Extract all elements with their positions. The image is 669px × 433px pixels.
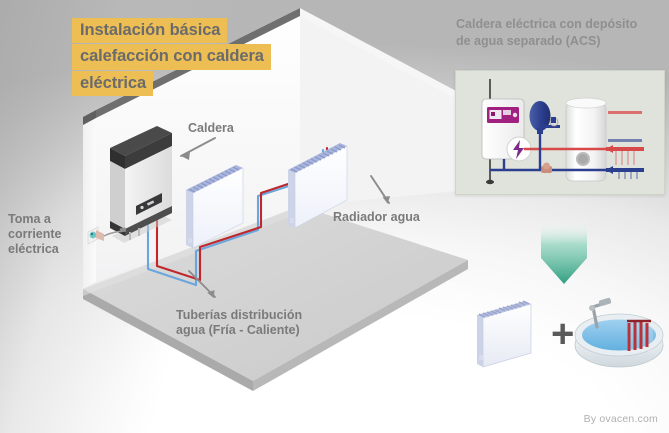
distribution-stubs (606, 111, 644, 179)
label-tuberias-line-1: Tuberías distribución (176, 308, 303, 322)
circulation-pump (541, 162, 552, 173)
label-caldera: Caldera (188, 121, 234, 135)
title-line-2: calefacción con caldera (72, 44, 271, 70)
label-toma-line-2: corriente (8, 226, 62, 241)
radiator-left (186, 165, 244, 249)
bathtub-faucet (589, 297, 612, 329)
left-wall (83, 110, 96, 289)
radiator-right (288, 143, 348, 229)
inset-schematic (481, 79, 644, 185)
green-down-arrow-icon (541, 220, 587, 284)
label-tuberias-line-2: agua (Fría - Caliente) (176, 322, 300, 337)
storage-tank (565, 97, 607, 182)
wall-socket (87, 226, 127, 245)
plus-sign: + (551, 312, 574, 356)
label-toma-corriente: Toma a corriente eléctrica (8, 212, 84, 256)
inset-title: Caldera eléctrica con depósito de agua s… (456, 16, 662, 50)
result-radiator (477, 300, 532, 368)
label-toma-line-3: eléctrica (8, 241, 59, 256)
label-tuberias: Tuberías distribución agua (Fría - Calie… (176, 308, 346, 338)
title-line-1: Instalación básica (72, 18, 228, 44)
expansion-vessel (529, 101, 551, 134)
inset-title-line-1: Caldera eléctrica con depósito (456, 17, 638, 31)
floor-slab (83, 206, 468, 391)
title-line-3: eléctrica (72, 70, 154, 97)
bathtub-heating-coil (627, 319, 653, 351)
wall-base (486, 179, 494, 185)
result-bathtub (574, 297, 664, 368)
valve-fitting (542, 117, 560, 128)
inset-diagram-panel (455, 70, 665, 195)
credit-text: By ovacen.com (583, 413, 658, 425)
leader-arrows (180, 137, 391, 299)
page-title: Instalación básica calefacción con calde… (72, 18, 322, 97)
inset-title-line-2: de agua separado (ACS) (456, 33, 601, 48)
electric-boiler (110, 126, 172, 243)
radiator-plus-bathtub: + (477, 297, 664, 368)
result-combination-row: + (455, 285, 665, 380)
label-toma-line-1: Toma a (8, 212, 51, 226)
label-radiador-agua: Radiador agua (333, 210, 420, 224)
